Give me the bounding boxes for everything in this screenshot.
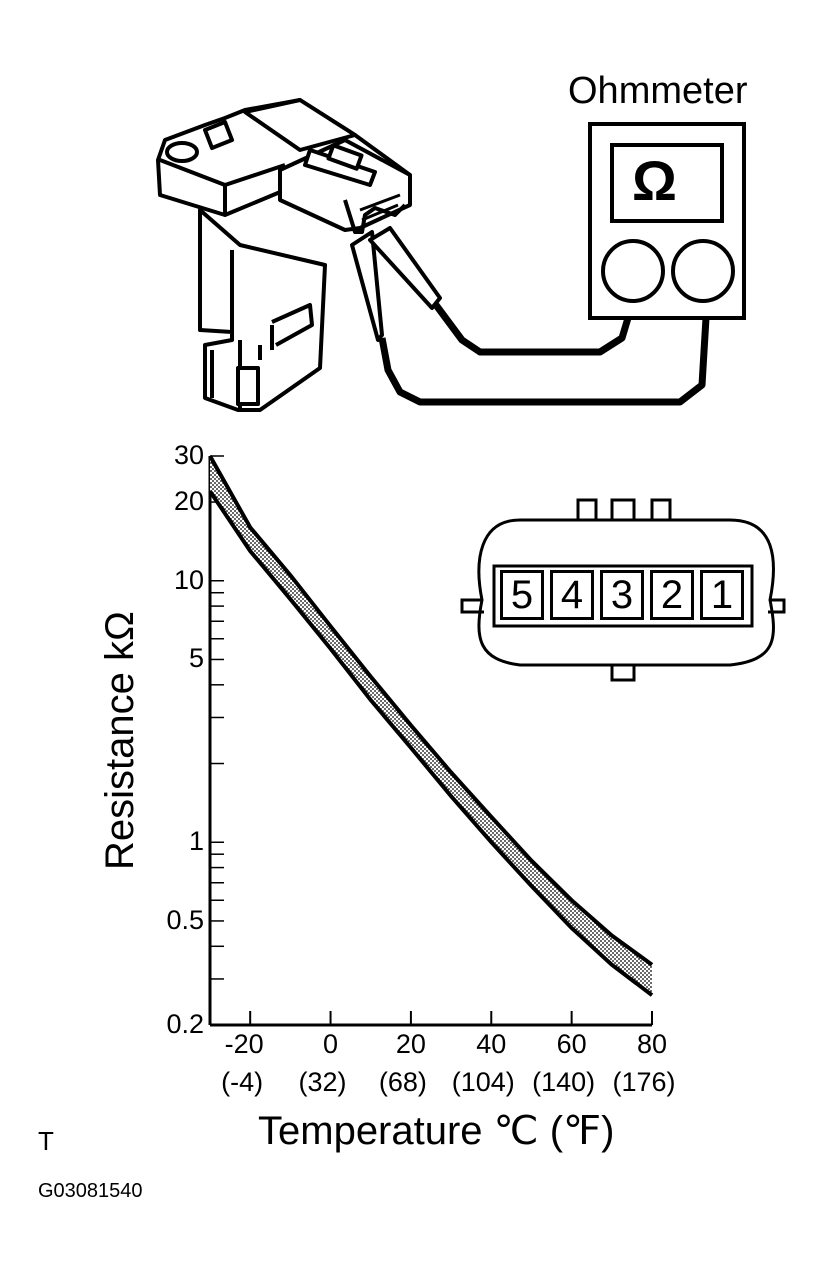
y-tick-label: 30 [173, 440, 204, 470]
x-tick-label-fahrenheit: (140) [532, 1067, 596, 1097]
y-tick-label: 1 [188, 826, 204, 857]
air-flow-meter-sensor-icon [156, 98, 412, 412]
y-tick-label: 0.2 [166, 1009, 204, 1039]
band-upper-line [208, 455, 654, 967]
terminal-5: 5 [500, 570, 544, 620]
x-tick-label: 40 [476, 1029, 507, 1059]
resistance-band-fill [210, 456, 652, 996]
x-tick-label: 0 [323, 1029, 339, 1059]
x-axis-label: Temperature ℃ (℉) [258, 1109, 615, 1153]
band-lower-line [208, 490, 654, 997]
probe-leads-icon [350, 226, 710, 406]
x-tick-label-fahrenheit: (32) [298, 1067, 347, 1097]
x-tick-label-fahrenheit: (104) [451, 1067, 515, 1097]
x-tick-label-fahrenheit: (176) [612, 1067, 676, 1097]
y-tick-label: 0.5 [166, 904, 204, 935]
ohmmeter-label: Ohmmeter [568, 70, 748, 112]
x-tick-label-fahrenheit: (-4) [221, 1067, 264, 1097]
x-tick-label: 80 [636, 1029, 668, 1059]
figure-code: G03081540 [38, 1180, 143, 1202]
terminal-4: 4 [550, 570, 594, 620]
terminal-1: 1 [700, 570, 744, 620]
x-tick-label: -20 [224, 1029, 264, 1059]
terminal-3: 3 [600, 570, 644, 620]
figure-letter: T [38, 1126, 54, 1156]
ohmmeter-icon [588, 122, 746, 320]
y-tick-label: 5 [188, 643, 204, 674]
x-tick-label: 60 [556, 1029, 587, 1059]
y-tick-label: 10 [173, 564, 204, 595]
ohm-symbol: Ω [632, 149, 677, 212]
x-tick-label-fahrenheit: (68) [378, 1067, 427, 1097]
x-tick-label: 20 [395, 1029, 426, 1059]
terminal-2: 2 [650, 570, 694, 620]
y-tick-label: 20 [173, 486, 204, 517]
